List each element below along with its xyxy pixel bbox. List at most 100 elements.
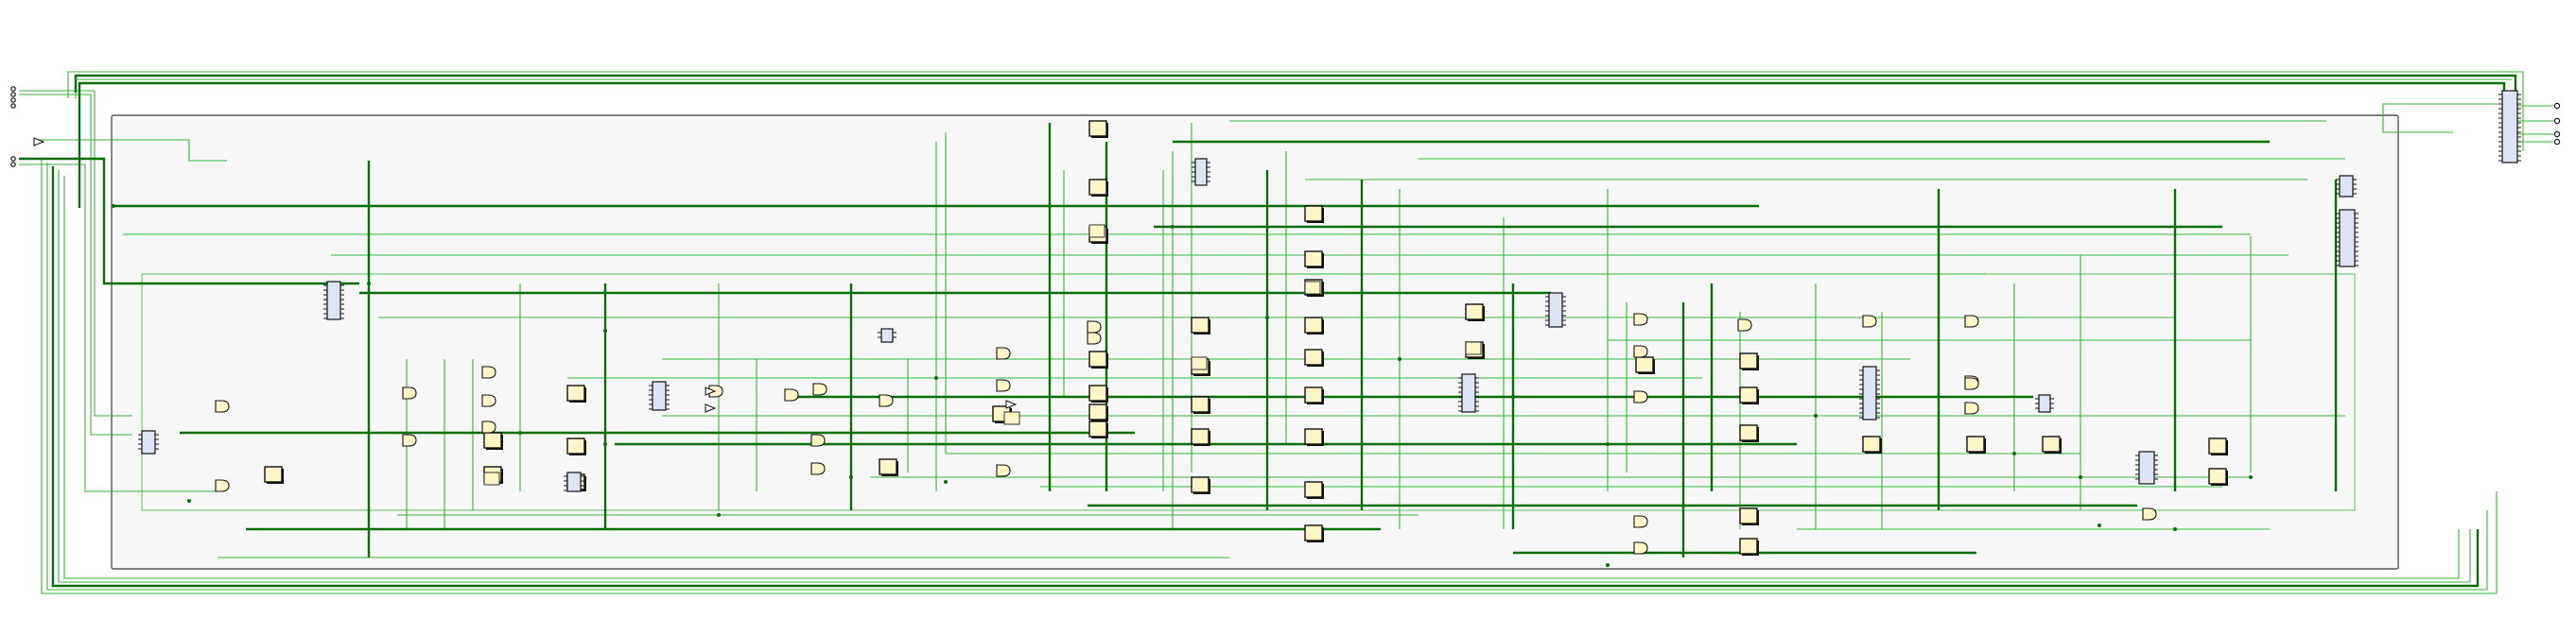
gate-body: [215, 400, 230, 413]
register-icon: [264, 466, 284, 484]
logic-gate-icon: [215, 400, 230, 413]
node-dot: [2097, 523, 2101, 527]
register-icon: [566, 438, 586, 455]
register-icon: [1739, 507, 1759, 525]
bottom-loop-net: [63, 176, 2460, 579]
register-body: [1739, 507, 1758, 524]
input-net: [38, 139, 227, 162]
register-body: [1191, 356, 1208, 370]
buffer-icon: [705, 403, 717, 413]
mux-icon: [1458, 373, 1479, 413]
register-body: [2208, 438, 2227, 455]
logic-gate-icon: [1862, 315, 1877, 328]
gate-body: [996, 379, 1011, 392]
register-body: [1304, 250, 1323, 267]
gate-body: [215, 479, 230, 492]
logic-gate-icon: [1633, 390, 1648, 403]
register-body: [1003, 411, 1020, 425]
node-dot: [2173, 527, 2177, 531]
mux-icon: [2498, 90, 2521, 163]
register-body: [1304, 428, 1323, 445]
mux-body: [2339, 175, 2354, 197]
register-icon: [1739, 386, 1759, 404]
register-icon: [1304, 428, 1324, 446]
logic-gate-icon: [1633, 541, 1648, 555]
node-dot: [603, 442, 607, 446]
gate-body: [996, 464, 1011, 477]
mux-body: [1862, 366, 1877, 420]
gate-body: [481, 420, 496, 434]
logic-gate-icon: [996, 464, 1011, 477]
register-body: [1088, 224, 1105, 238]
register-body: [1465, 303, 1484, 320]
mux-body: [2501, 90, 2518, 163]
logic-gate-icon: [996, 379, 1011, 392]
gate-body: [1964, 402, 1979, 415]
register-body: [1304, 349, 1323, 366]
register-icon: [1304, 481, 1324, 499]
top-loop-bus: [74, 74, 2517, 94]
node-dot: [2249, 475, 2253, 479]
input-net: [19, 94, 132, 436]
register-icon: [1088, 420, 1108, 438]
mux-body: [1194, 158, 1208, 186]
node-dot: [1681, 504, 1685, 507]
input-net: [19, 163, 218, 492]
logic-gate-icon: [996, 347, 1011, 360]
mux-body: [2339, 209, 2356, 267]
register-body: [264, 466, 283, 483]
register-icon: [1966, 436, 1986, 454]
sub-module-frame: [111, 114, 2399, 570]
mux-body: [566, 472, 582, 492]
mux-body: [2038, 394, 2051, 413]
logic-gate-icon: [481, 420, 496, 434]
output-port-icon: [2553, 102, 2561, 110]
logic-gate-icon: [481, 366, 496, 379]
gate-body: [1964, 377, 1979, 390]
gate-body: [879, 394, 894, 407]
node-dot: [1048, 204, 1052, 208]
register-body: [1191, 428, 1210, 445]
gate-body: [402, 386, 417, 400]
gate-body: [1633, 515, 1648, 528]
register-icon: [879, 458, 898, 476]
logic-gate-icon: [402, 434, 417, 447]
register-icon: [1191, 356, 1208, 370]
register-icon: [1191, 317, 1210, 335]
mux-icon: [2035, 394, 2054, 413]
register-icon: [1304, 524, 1324, 542]
logic-gate-icon: [1087, 332, 1102, 345]
register-body: [1088, 420, 1107, 438]
cells: [33, 90, 2521, 567]
output-port-icon: [2553, 138, 2561, 146]
register-body: [1635, 356, 1654, 373]
buffer-icon: [33, 137, 45, 146]
register-body: [1088, 179, 1107, 196]
mux-icon: [138, 430, 159, 455]
gate-body: [1633, 345, 1648, 358]
register-icon: [1088, 224, 1105, 238]
register-body: [566, 438, 585, 455]
gate-body: [2142, 507, 2157, 521]
register-body: [1191, 317, 1210, 334]
register-icon: [1304, 386, 1324, 404]
gate-body: [1633, 313, 1648, 326]
output-feed-net: [2382, 103, 2515, 133]
buffer-body: [705, 386, 717, 396]
logic-gate-icon: [1737, 318, 1752, 332]
register-icon: [2042, 436, 2062, 454]
logic-gate-icon: [810, 434, 826, 447]
register-icon: [1191, 428, 1210, 446]
input-port-icon: [10, 162, 16, 167]
register-body: [1191, 396, 1210, 413]
register-body: [1088, 403, 1107, 420]
buffer-body: [1005, 400, 1018, 409]
register-icon: [1088, 351, 1108, 369]
buffer-icon: [1005, 400, 1018, 409]
bottom-loop-net: [58, 170, 2471, 583]
register-icon: [1304, 281, 1321, 295]
sub-module-frames: [111, 114, 2399, 570]
mux-body: [880, 328, 894, 343]
node-dot: [1265, 316, 1269, 319]
